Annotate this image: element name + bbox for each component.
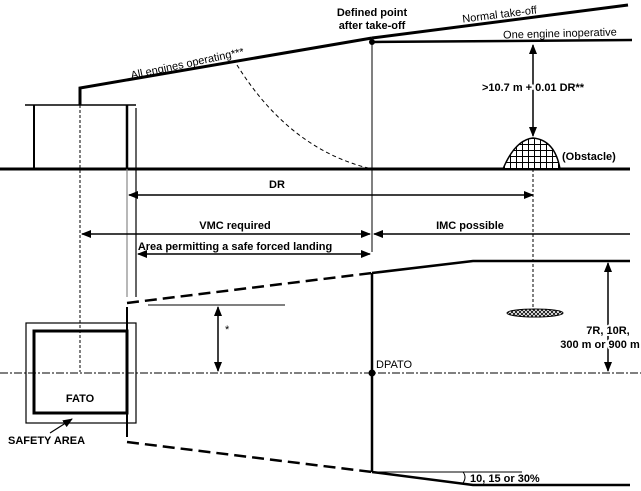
normal-takeoff-path [371, 3, 629, 40]
profile-view [0, 3, 633, 372]
safety-area [25, 322, 137, 424]
defined-point-label-2: after take-off [339, 20, 406, 32]
dpato-dot [368, 369, 376, 377]
rejected-takeoff-curve [236, 64, 373, 170]
lower-splay-dashed [126, 440, 373, 474]
imc-label: IMC possible [436, 220, 504, 232]
fato-box [32, 329, 129, 415]
all-engines-path [78, 36, 373, 105]
upper-boundary [371, 259, 630, 275]
width-label-2: 300 m or 900 m [560, 339, 640, 351]
defined-point-label: Defined point [337, 7, 408, 19]
asterisk-label: * [225, 324, 230, 336]
upper-splay-dashed [126, 271, 373, 305]
obstacle [501, 137, 561, 170]
width-label: 7R, 10R, [586, 325, 629, 337]
obstacle-label: (Obstacle) [562, 151, 616, 163]
safety-area-label: SAFETY AREA [8, 435, 85, 447]
dr-label: DR [269, 179, 285, 191]
dpato-label: DPATO [376, 359, 413, 371]
safety-area-pointer [49, 418, 73, 434]
splay-angle-arc [462, 471, 466, 484]
forced-landing-label: Area permitting a safe forced landing [138, 241, 332, 253]
splay-label: 10, 15 or 30% [470, 473, 540, 485]
obstacle-plan [506, 308, 564, 318]
lower-boundary [371, 470, 630, 487]
fato-label: FATO [66, 393, 95, 405]
one-engine-label: One engine inoperative [503, 27, 617, 42]
clearance-label: >10.7 m + 0.01 DR** [482, 82, 585, 94]
vmc-label: VMC required [199, 220, 271, 232]
plan-view [0, 259, 641, 487]
one-engine-path [371, 38, 633, 44]
